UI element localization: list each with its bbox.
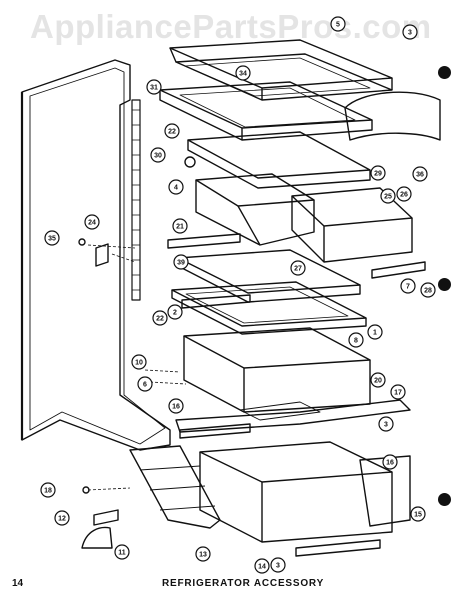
callout-label-13: 13 <box>199 552 207 559</box>
callout-circle-16 <box>382 454 398 470</box>
callout-circle-2 <box>167 304 183 320</box>
callout-circle-31 <box>146 79 162 95</box>
callout-circle-29 <box>370 165 386 181</box>
callout-label-36: 36 <box>416 172 424 179</box>
callout-circle-12 <box>54 510 70 526</box>
bottom-frame-assembly <box>129 445 411 529</box>
deli-drawer-frame <box>187 131 371 189</box>
callout-circle-30 <box>150 147 166 163</box>
callout-circle-3 <box>402 24 418 40</box>
callout-circle-21 <box>172 218 188 234</box>
callout-label-15: 15 <box>414 512 422 519</box>
callout-circle-36 <box>412 166 428 182</box>
callout-circle-35 <box>44 230 60 246</box>
callout-label-29: 29 <box>374 171 382 178</box>
callout-label-1: 1 <box>373 330 377 337</box>
deli-drawer <box>195 173 315 246</box>
callout-label-12: 12 <box>58 516 66 523</box>
door-bin <box>344 91 441 141</box>
callout-circle-8 <box>348 332 364 348</box>
callout-label-18: 18 <box>44 488 52 495</box>
callout-label-27: 27 <box>294 266 302 273</box>
watermark: AppliancePartsPros.com <box>30 8 432 45</box>
bottom-trim <box>295 539 381 557</box>
callout-label-31: 31 <box>150 85 158 92</box>
callout-circle-15 <box>410 506 426 522</box>
crisper-cover <box>171 281 367 335</box>
callout-circle-27 <box>290 260 306 276</box>
callout-circle-3 <box>378 416 394 432</box>
binder-hole-top <box>438 66 451 79</box>
callouts: 1233345678101112131415161617182021222224… <box>40 16 436 574</box>
callout-circle-24 <box>84 214 100 230</box>
callout-label-4: 4 <box>174 185 178 192</box>
callout-circle-10 <box>131 354 147 370</box>
crisper-pan <box>183 327 371 413</box>
callout-label-11: 11 <box>118 550 126 557</box>
callout-circle-16 <box>168 398 184 414</box>
callout-label-5: 5 <box>336 22 340 29</box>
callout-circle-14 <box>254 558 270 574</box>
callout-label-22: 22 <box>156 316 164 323</box>
callout-circle-26 <box>396 186 412 202</box>
callout-label-3: 3 <box>276 563 280 570</box>
callout-circle-20 <box>370 372 386 388</box>
callout-circle-18 <box>40 482 56 498</box>
callout-circle-17 <box>390 384 406 400</box>
cabinet-liner <box>20 59 171 451</box>
diagram-caption: REFRIGERATOR ACCESSORY <box>162 578 325 589</box>
middle-shelf <box>177 249 361 303</box>
callout-label-8: 8 <box>354 338 358 345</box>
callout-circle-4 <box>168 179 184 195</box>
bottom-drawer <box>199 441 393 543</box>
callout-label-39: 39 <box>177 260 185 267</box>
callout-label-24: 24 <box>88 220 96 227</box>
binder-hole-bottom <box>438 493 451 506</box>
callout-label-14: 14 <box>258 564 266 571</box>
shelf-ladder-rail <box>131 99 141 301</box>
callout-circle-7 <box>400 278 416 294</box>
callout-label-16: 16 <box>386 460 394 467</box>
callout-circle-34 <box>235 65 251 81</box>
callout-label-28: 28 <box>424 288 432 295</box>
small-parts <box>78 156 196 549</box>
callout-label-26: 26 <box>400 192 408 199</box>
callout-label-10: 10 <box>135 360 143 367</box>
page-number: 14 <box>12 578 24 589</box>
upper-shelf <box>159 81 373 141</box>
binder-hole-middle <box>438 278 451 291</box>
callout-circle-1 <box>367 324 383 340</box>
leader-lines <box>87 244 187 491</box>
callout-circle-13 <box>195 546 211 562</box>
callout-circle-3 <box>270 557 286 573</box>
callout-label-7: 7 <box>406 284 410 291</box>
callout-label-25: 25 <box>384 194 392 201</box>
callout-label-2: 2 <box>173 310 177 317</box>
callout-label-20: 20 <box>374 378 382 385</box>
callout-circle-5 <box>330 16 346 32</box>
callout-circle-22 <box>164 123 180 139</box>
callout-label-22: 22 <box>168 129 176 136</box>
callout-circle-39 <box>173 254 189 270</box>
callout-circle-25 <box>380 188 396 204</box>
callout-label-16: 16 <box>172 404 180 411</box>
callout-circle-6 <box>137 376 153 392</box>
top-shelf <box>169 39 393 101</box>
callout-label-35: 35 <box>48 236 56 243</box>
bottom-supports <box>175 399 411 439</box>
callout-label-21: 21 <box>176 224 184 231</box>
callout-label-6: 6 <box>143 382 147 389</box>
callout-circle-11 <box>114 544 130 560</box>
callout-circle-22 <box>152 310 168 326</box>
callout-label-3: 3 <box>408 30 412 37</box>
callout-circle-28 <box>420 282 436 298</box>
callout-label-34: 34 <box>239 71 247 78</box>
callout-label-17: 17 <box>394 390 402 397</box>
callout-label-3: 3 <box>384 422 388 429</box>
right-drawer <box>291 187 413 263</box>
callout-label-30: 30 <box>154 153 162 160</box>
